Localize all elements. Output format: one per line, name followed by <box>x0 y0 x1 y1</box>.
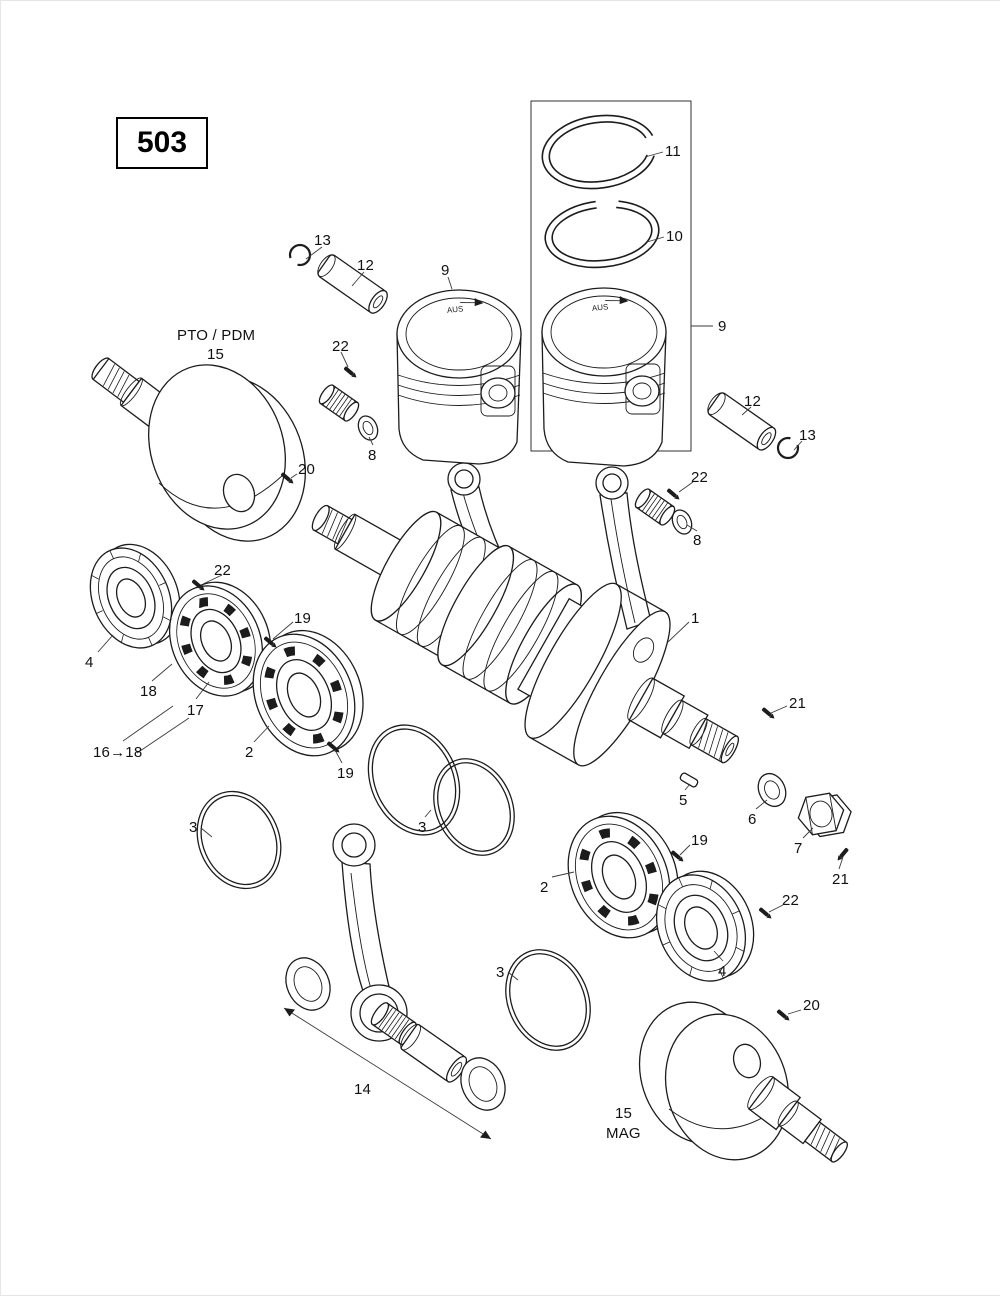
part-label-2-a: 2 <box>245 744 254 761</box>
part-label-3-c: 3 <box>496 964 505 981</box>
o-ring-3-c <box>433 758 515 856</box>
part-label-8-b: 8 <box>693 532 702 549</box>
part-label-20-a: 20 <box>298 461 316 478</box>
part-label-22-b: 22 <box>691 469 709 486</box>
o-ring-3-a <box>196 790 282 890</box>
pin-22-a <box>343 366 357 378</box>
connecting-rod-right <box>595 466 652 630</box>
bearing-2-left <box>252 629 364 757</box>
part-label-22-c: 22 <box>214 562 232 579</box>
part-label-11: 11 <box>665 143 681 160</box>
piston-ring-11 <box>541 114 657 190</box>
part-label-22-d: 22 <box>782 892 800 909</box>
pin-19-c <box>670 850 684 862</box>
part-label-19-b: 19 <box>337 765 355 782</box>
pin-22-c <box>666 488 680 500</box>
bearing-2-right <box>567 811 679 939</box>
connecting-rod-assembly-14 <box>283 823 506 1140</box>
needle-bearing-right <box>634 488 676 526</box>
piston-ring-10 <box>544 199 660 269</box>
part-label-20-b: 20 <box>803 997 821 1014</box>
wrist-pin-12-right <box>707 392 777 451</box>
part-label-3-b: 3 <box>418 819 427 836</box>
assembly-14-bracket <box>283 1007 492 1140</box>
part-label-3-a: 3 <box>189 819 198 836</box>
o-ring-3-d <box>505 949 591 1051</box>
part-label-12-a: 12 <box>357 257 375 274</box>
model-badge: 503 <box>116 117 208 169</box>
part-label-13-a: 13 <box>314 232 332 249</box>
nut-7 <box>797 792 852 838</box>
part-label-21-a: 21 <box>789 695 807 712</box>
oil-seal-4-left <box>89 543 181 649</box>
wrist-pin-12-left <box>317 254 388 314</box>
o-ring-3-b <box>367 724 461 836</box>
part-label-22-a: 22 <box>332 338 350 355</box>
part-label-pto-pdm: PTO / PDM <box>177 327 256 344</box>
crankshaft-assembly-1 <box>311 504 740 767</box>
bearing-17 <box>168 581 272 697</box>
part-label-12-b: 12 <box>744 393 762 410</box>
part-label-19-a: 19 <box>294 610 312 627</box>
part-label-10: 10 <box>666 228 684 245</box>
leader-lines <box>97 151 844 1015</box>
screw-20-b <box>776 1009 790 1021</box>
part-label-16-18: 16→18 <box>93 744 143 761</box>
part-label-7: 7 <box>794 840 803 857</box>
part-label-mag: MAG <box>606 1125 641 1142</box>
pin-22-b <box>191 579 205 591</box>
part-label-15-b: 15 <box>615 1105 633 1122</box>
pin-19-a <box>263 636 277 648</box>
part-label-4-b: 4 <box>718 963 727 980</box>
part-label-14: 14 <box>354 1081 372 1098</box>
part-label-9-a: 9 <box>718 318 727 335</box>
piston-left: AUS <box>396 289 522 465</box>
pin-22-d <box>758 907 772 919</box>
part-label-2-b: 2 <box>540 879 549 896</box>
needle-bearing-left <box>318 384 360 422</box>
screw-21-a <box>761 707 775 719</box>
woodruff-key-5 <box>679 772 699 788</box>
circlip-13-right <box>776 436 800 460</box>
part-label-17: 17 <box>187 702 205 719</box>
part-label-9-b: 9 <box>441 262 450 279</box>
piston-marking-left: AUS <box>446 304 463 315</box>
part-label-1: 1 <box>691 610 700 627</box>
part-label-21-b: 21 <box>832 871 850 888</box>
part-label-4-a: 4 <box>85 654 94 671</box>
screw-21-b <box>837 847 849 861</box>
washer-8-left <box>357 415 379 441</box>
crankshaft-pto-half-15 <box>91 357 307 542</box>
oil-seal-4-right <box>655 870 755 982</box>
part-label-19-c: 19 <box>691 832 709 849</box>
part-label-8-a: 8 <box>368 447 377 464</box>
screw-20-a <box>280 472 294 484</box>
washer-8-right <box>671 509 693 535</box>
circlip-13-left <box>288 243 312 267</box>
part-label-15-a: 15 <box>207 346 225 363</box>
piston-marking-right: AUS <box>591 302 608 313</box>
piston-right: AUS <box>541 287 667 467</box>
part-label-5: 5 <box>679 792 688 809</box>
part-label-18: 18 <box>140 683 158 700</box>
washer-6 <box>757 772 787 808</box>
part-label-6: 6 <box>748 811 757 828</box>
crankshaft-mag-half-15 <box>638 1001 848 1163</box>
part-label-13-b: 13 <box>799 427 817 444</box>
